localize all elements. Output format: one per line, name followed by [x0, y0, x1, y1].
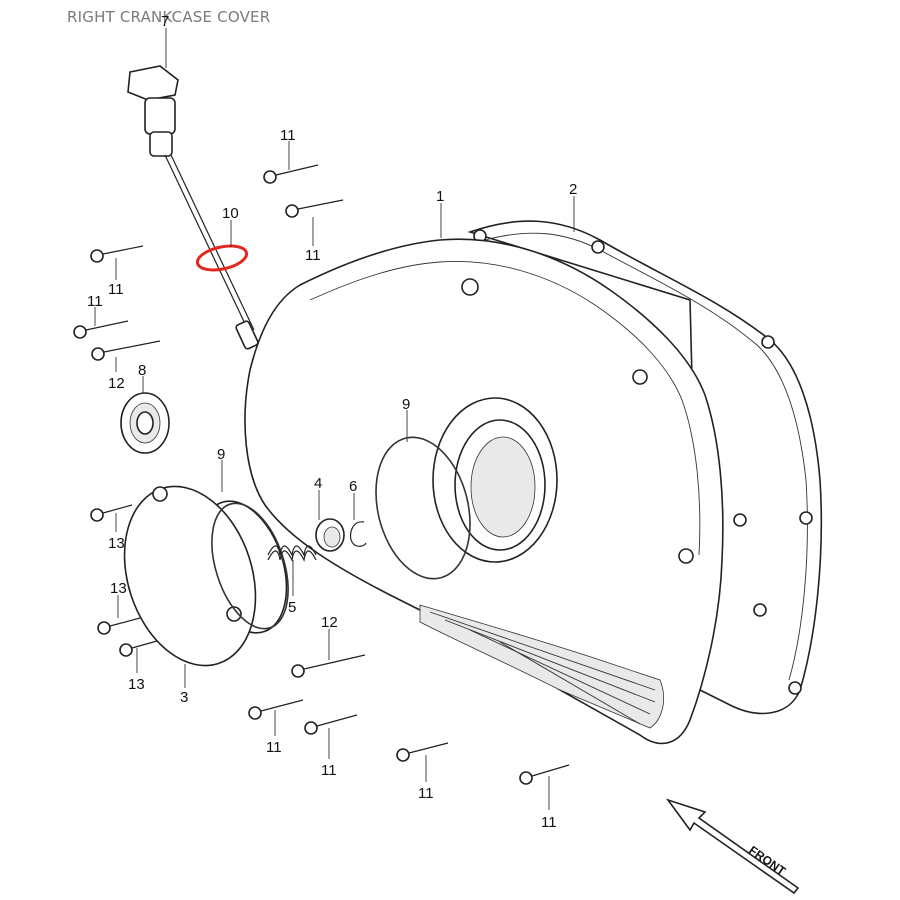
o-ring-part-9-center — [375, 436, 471, 580]
o-ring-part-10 — [195, 244, 249, 272]
screw — [90, 504, 133, 522]
gasket-part-2 — [467, 220, 823, 715]
callout-11: 11 — [305, 247, 321, 264]
callout-6: 6 — [349, 478, 357, 495]
callout-9: 9 — [402, 396, 410, 413]
callout-11: 11 — [87, 293, 103, 310]
callout-2: 2 — [569, 181, 577, 198]
screw — [291, 654, 366, 678]
screw-group — [73, 164, 570, 785]
leader-lines — [94, 28, 575, 810]
callout-13: 13 — [110, 580, 127, 597]
front-direction-arrow: FRONT — [665, 798, 800, 895]
collar-part-4 — [315, 518, 345, 552]
callout-3: 3 — [180, 689, 188, 706]
spring-part-5 — [267, 545, 317, 562]
screw — [91, 340, 161, 361]
snap-ring-part-6 — [349, 521, 367, 547]
callout-13: 13 — [108, 535, 125, 552]
callout-11: 11 — [280, 127, 296, 144]
callout-11: 11 — [418, 785, 434, 802]
callout-4: 4 — [314, 475, 322, 492]
callout-7: 7 — [161, 13, 169, 30]
callout-9: 9 — [217, 446, 225, 463]
screw — [396, 742, 449, 762]
callout-12: 12 — [321, 614, 338, 631]
point-cover-part-3 — [123, 485, 288, 667]
callout-11: 11 — [266, 739, 282, 756]
screw — [119, 640, 158, 657]
crankcase-cover-part-1 — [244, 238, 767, 745]
callout-8: 8 — [138, 362, 146, 379]
callout-11: 11 — [108, 281, 124, 298]
callout-5: 5 — [288, 599, 296, 616]
callout-12: 12 — [108, 375, 125, 392]
oil-seal-part-8 — [120, 392, 170, 454]
o-ring-part-9-left — [211, 502, 289, 630]
callout-10: 10 — [222, 205, 239, 222]
callout-11: 11 — [321, 762, 337, 779]
screw — [304, 714, 358, 735]
dipstick-part-7 — [127, 65, 259, 350]
screw — [519, 764, 570, 785]
screw — [263, 164, 319, 184]
callout-13: 13 — [128, 676, 145, 693]
screw — [285, 199, 344, 218]
screw — [73, 320, 129, 339]
diagram-title: RIGHT CRANKCASE COVER — [67, 8, 271, 26]
callout-1: 1 — [436, 188, 444, 205]
callout-11: 11 — [541, 814, 557, 831]
callout-labels: 7 11 11 10 1 2 11 11 12 8 9 9 4 6 13 13 … — [87, 13, 577, 831]
screw — [90, 245, 144, 263]
screw — [97, 617, 141, 635]
screw — [248, 699, 304, 720]
